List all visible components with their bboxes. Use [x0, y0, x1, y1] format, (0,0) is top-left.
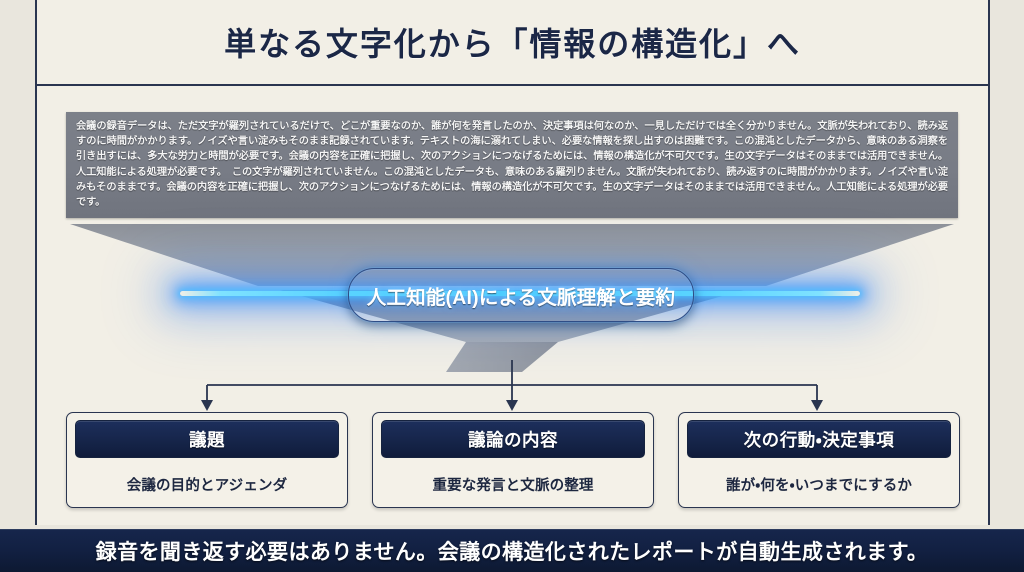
funnel-upper — [70, 224, 954, 286]
raw-transcript-block: 会議の録音データは、ただ文字が羅列されているだけで、どこが重要なのか、誰が何を発… — [66, 112, 958, 218]
card-agenda-header-label: 議題 — [188, 429, 226, 450]
bottom-banner: 録音を聞き返す必要はありません。会議の構造化されたレポートが自動生成されます。 — [0, 529, 1024, 572]
card-agenda-body: 会議の目的とアジェンダ — [126, 478, 288, 494]
arrow-head-right — [811, 400, 823, 411]
card-next-actions[interactable]: 次の行動・決定事項 誰が・何を・いつまでにするか — [678, 412, 960, 508]
card-next-actions-header: 次の行動・決定事項 — [687, 420, 951, 458]
card-agenda[interactable]: 議題 会議の目的とアジェンダ — [66, 412, 348, 508]
card-next-actions-body: 誰が・何を・いつまでにするか — [725, 478, 913, 494]
frame-line-under-title — [35, 84, 990, 86]
funnel-shape — [66, 224, 958, 372]
card-discussion[interactable]: 議論の内容 重要な発言と文脈の整理 — [372, 412, 654, 508]
funnel-lower — [280, 290, 744, 342]
card-discussion-header-label: 議論の内容 — [467, 429, 559, 450]
arrow-head-center — [506, 400, 518, 411]
funnel-stem — [446, 342, 558, 372]
card-next-actions-header-label: 次の行動・決定事項 — [743, 429, 895, 450]
card-discussion-body: 重要な発言と文脈の整理 — [432, 478, 594, 494]
arrow-head-left — [201, 400, 213, 411]
card-agenda-header: 議題 — [75, 420, 339, 458]
left-edge-band — [0, 0, 36, 572]
title-bar: 単なる文字化から「情報の構造化」へ — [37, 0, 988, 84]
frame-line-right — [988, 0, 990, 525]
page-title: 単なる文字化から「情報の構造化」へ — [224, 26, 801, 62]
output-cards: 議題 会議の目的とアジェンダ 議論の内容 重要な発言と文脈の整理 次の行動・決定… — [66, 412, 960, 508]
bottom-banner-label: 録音を聞き返す必要はありません。会議の構造化されたレポートが自動生成されます。 — [95, 540, 929, 564]
raw-transcript-text: 会議の録音データは、ただ文字が羅列されているだけで、どこが重要なのか、誰が何を発… — [76, 121, 948, 209]
banner-gap — [0, 525, 1024, 529]
right-edge-band — [988, 0, 1024, 572]
frame-line-left — [35, 0, 37, 525]
connector-tree — [0, 358, 1024, 418]
card-discussion-header: 議論の内容 — [381, 420, 645, 458]
